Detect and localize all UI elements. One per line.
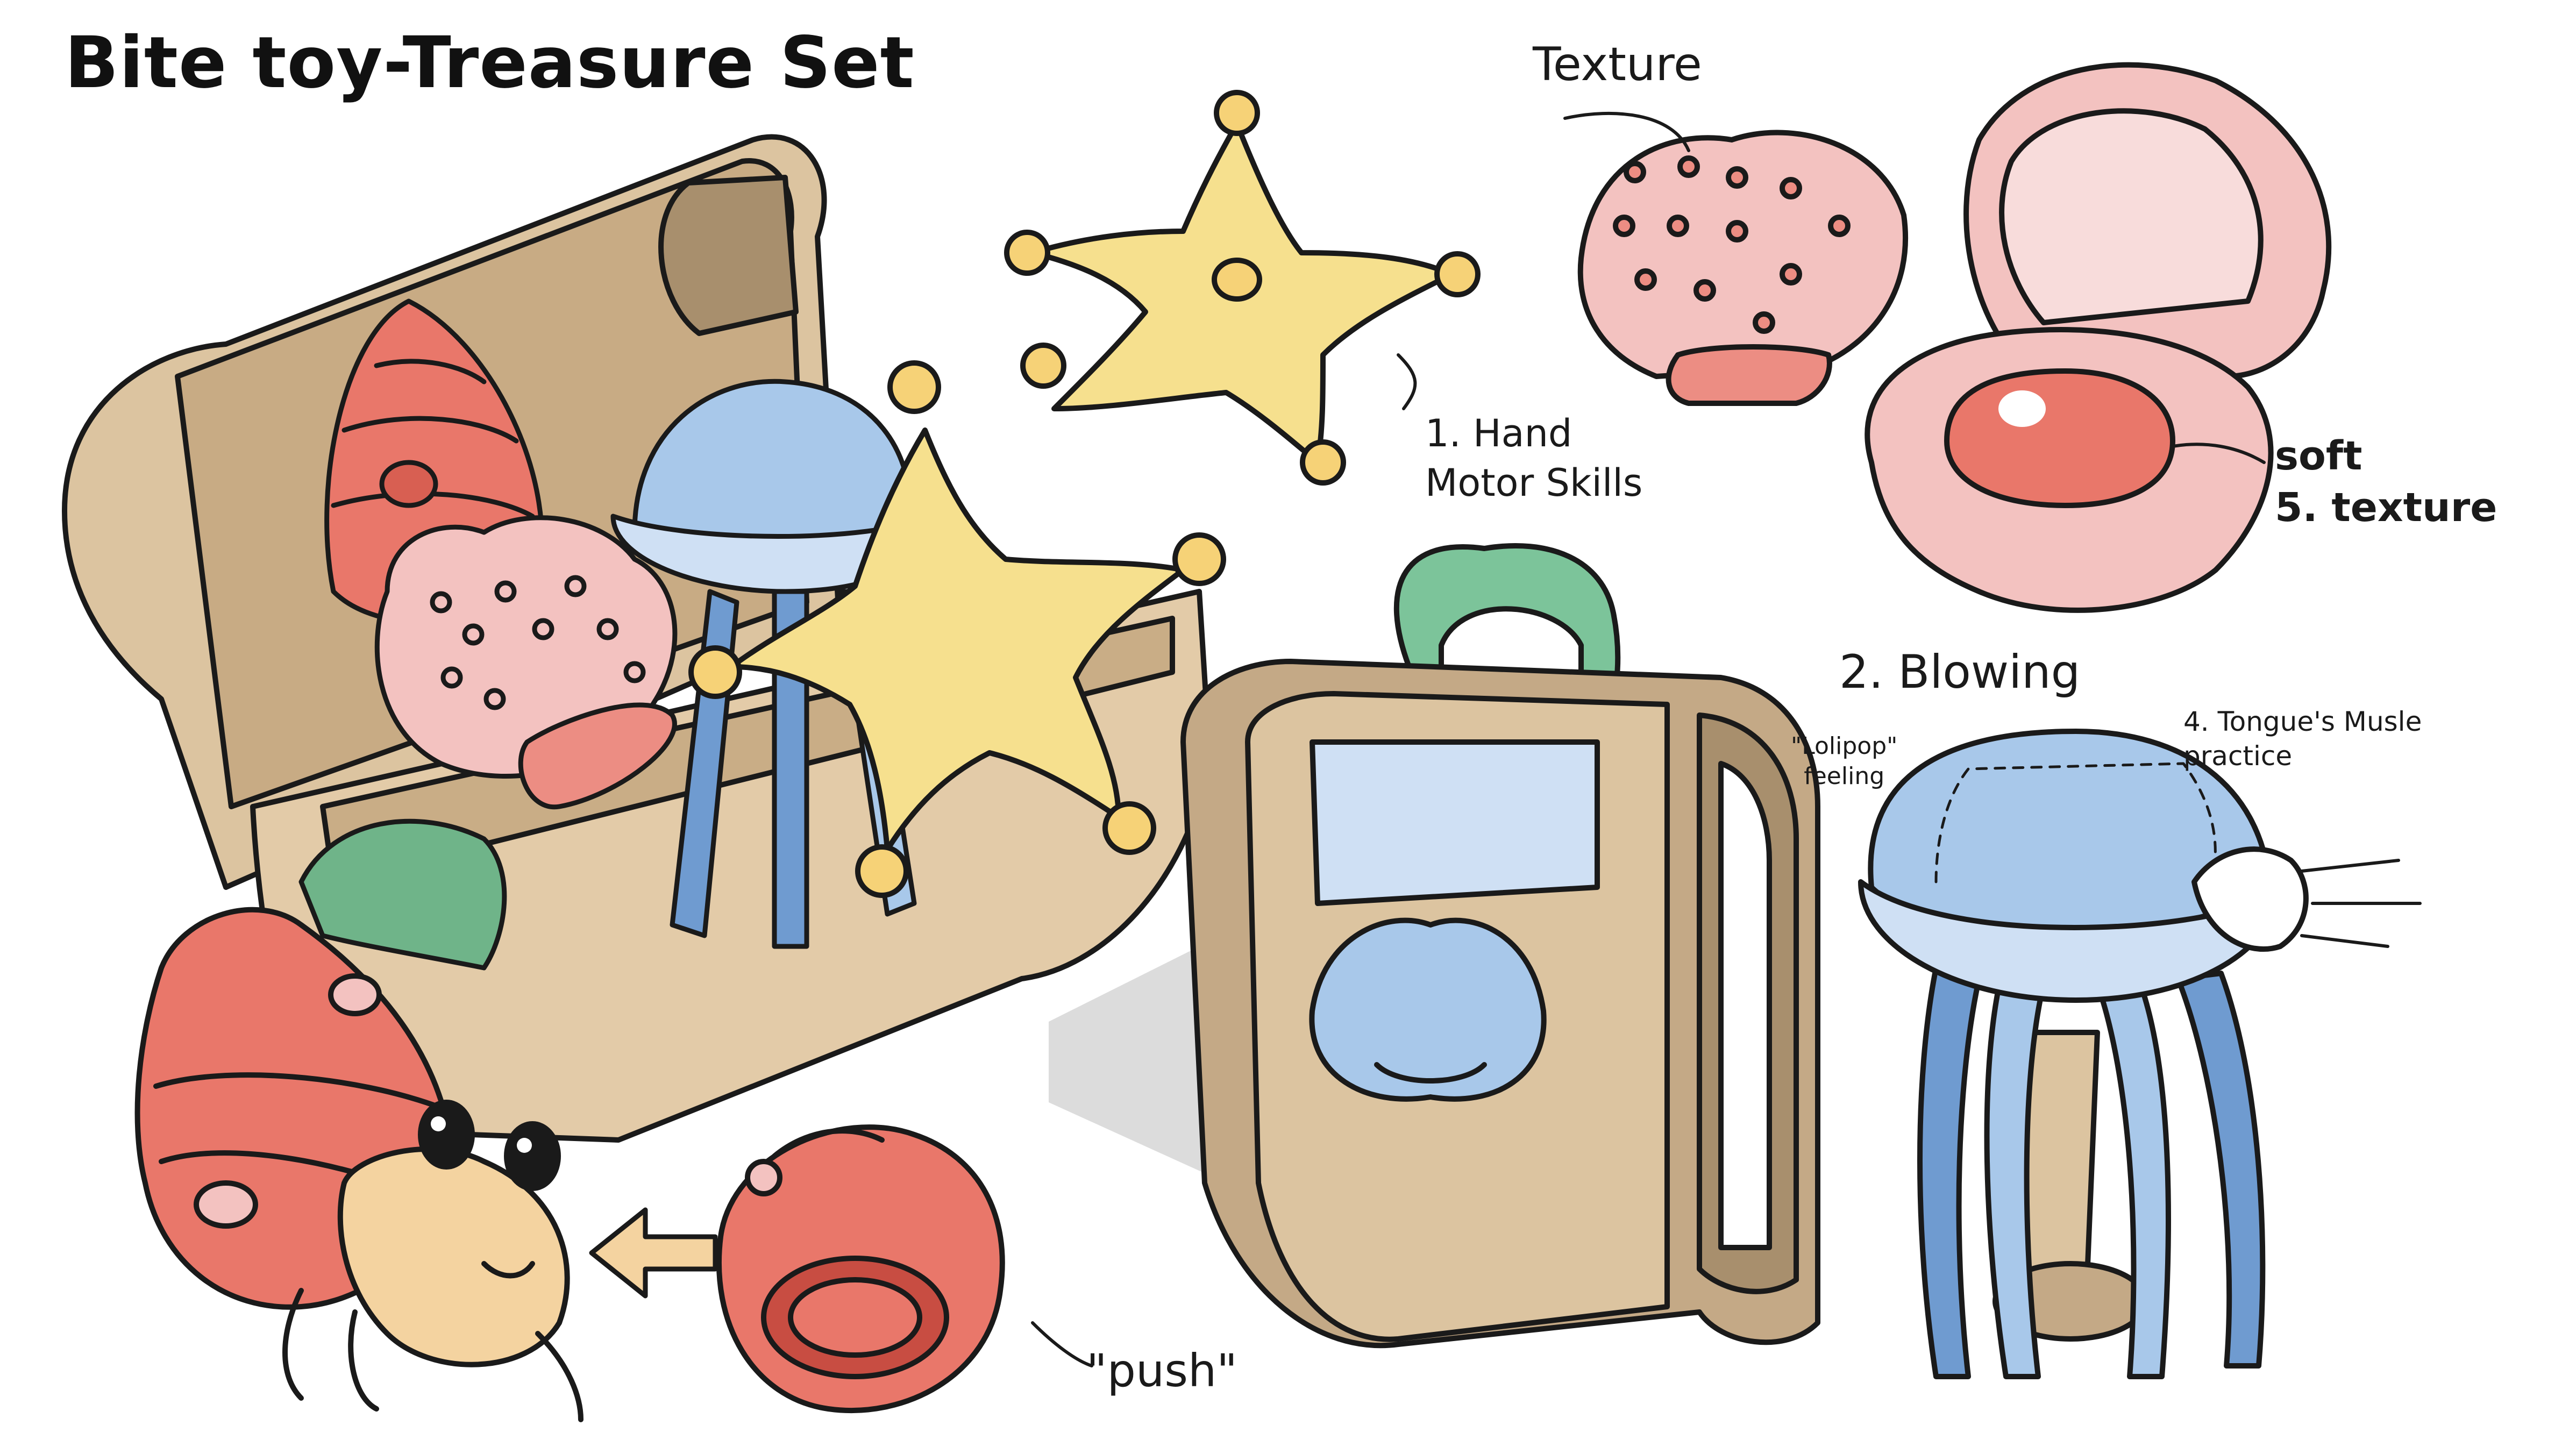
- soft-arrow: [2171, 443, 2266, 464]
- push-arrow: [1031, 1321, 1093, 1367]
- texture-note: Texture: [1533, 38, 1702, 91]
- jellyfish-blowing: [1858, 729, 2422, 1379]
- hermit-shell-small: [716, 1124, 1005, 1413]
- lolipop-note-line1: "Lolipop": [1791, 732, 1898, 760]
- texture-arrow: [1563, 111, 1690, 152]
- soft-note-line1: soft: [2275, 433, 2362, 479]
- starfish-in-chest: [688, 360, 1226, 898]
- shell-bag: [1180, 543, 1820, 1349]
- starfish-top: [1004, 90, 1481, 486]
- textured-shell: [1577, 130, 1909, 406]
- page-title: Bite toy-Treasure Set: [65, 22, 915, 104]
- tongue-note-line1: 4. Tongue's Musle: [2183, 706, 2422, 737]
- hermit-crab: [134, 907, 583, 1422]
- lolipop-note-line2: feeling: [1804, 762, 1885, 790]
- hand-arrow: [1397, 353, 1417, 410]
- tongue-note-line2: practice: [2183, 740, 2293, 772]
- soft-note-line2: 5. texture: [2275, 484, 2497, 531]
- push-note: "push": [1086, 1344, 1237, 1397]
- hand-motor-note: 1. Hand Motor Skills: [1425, 409, 1642, 508]
- seaweed-leaf: [298, 818, 507, 971]
- hand-note-line2: Motor Skills: [1425, 461, 1643, 505]
- lolipop-note: "Lolipop" feeling: [1791, 731, 1897, 792]
- blowing-note: 2. Blowing: [1839, 645, 2081, 699]
- open-clam-shell: [1865, 62, 2332, 613]
- tongue-note: 4. Tongue's Musle practice: [2183, 704, 2422, 773]
- pink-dotted-shell: [374, 515, 678, 810]
- soft-texture-note: soft 5. texture: [2275, 430, 2497, 533]
- hand-note-line1: 1. Hand: [1425, 411, 1572, 455]
- direction-arrow-left: [589, 1207, 718, 1299]
